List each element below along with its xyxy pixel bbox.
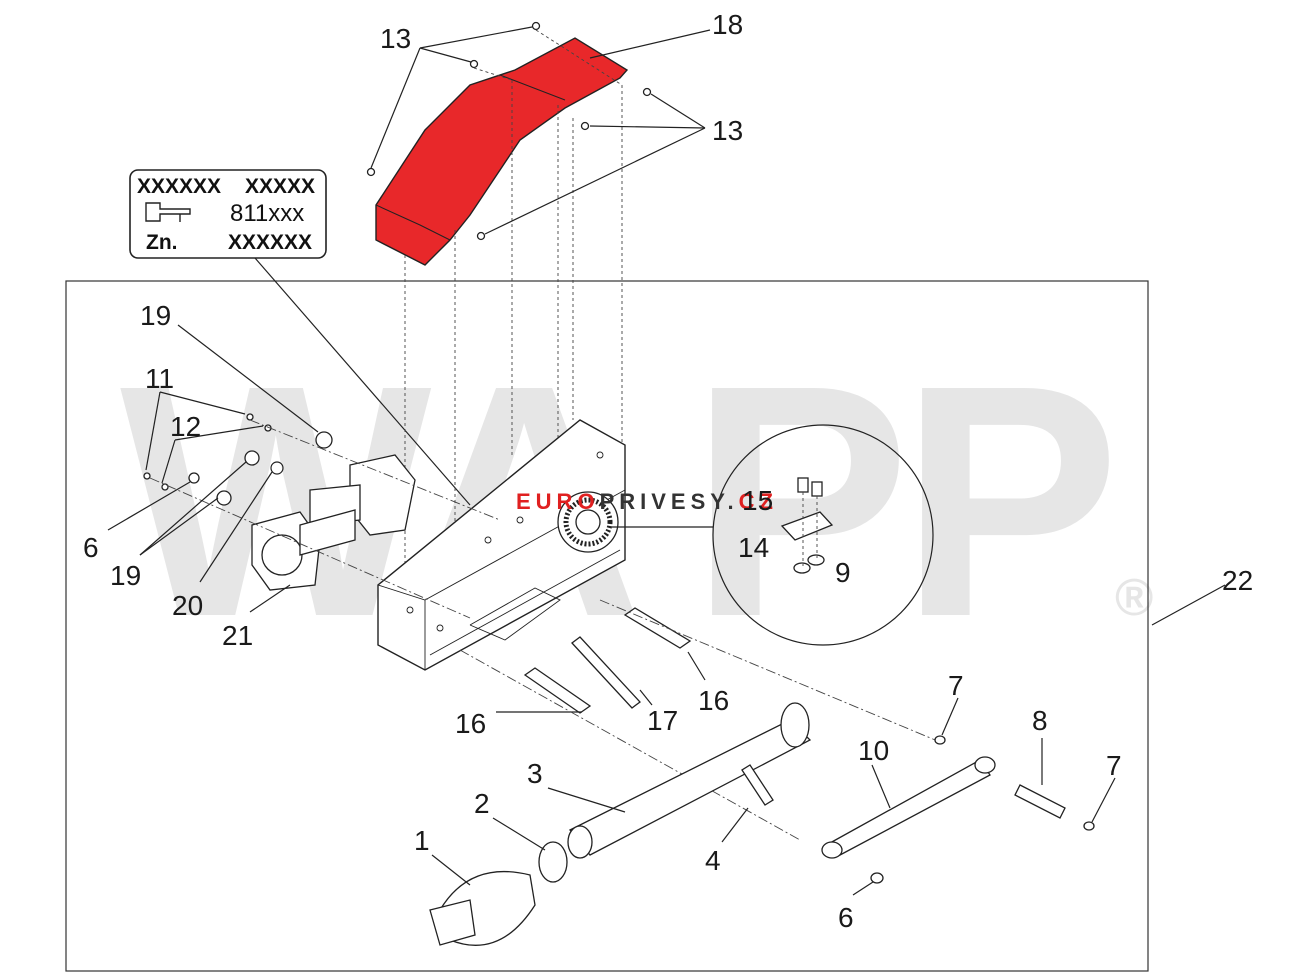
logo-part-suffix: CZ [739, 489, 778, 514]
red-cover-body [375, 37, 629, 266]
label-plate-border [129, 169, 327, 259]
detail-nut-a [793, 562, 811, 574]
callout-8: 8 [1032, 705, 1048, 736]
callout-7-top: 7 [948, 670, 964, 701]
nut-19-mid [244, 450, 260, 466]
fitting-12b [161, 483, 169, 491]
bolt-16-upper [623, 607, 692, 649]
callout-7-right: 7 [1106, 750, 1122, 781]
overlay-logo: EUROPRIVESY.CZ [516, 489, 778, 514]
bearing-ring [557, 491, 619, 553]
callout-10: 10 [858, 735, 889, 766]
bolt-17 [571, 636, 641, 709]
leader-plate [254, 257, 471, 506]
detail-plate-14 [780, 511, 834, 541]
cover-leaders [370, 26, 711, 235]
clamp-bore [261, 534, 303, 576]
plate-row1-left: XXXXXX [137, 175, 221, 198]
pin-4 [741, 764, 774, 806]
callout-17: 17 [647, 705, 678, 736]
wrench-symbol-icon [145, 202, 191, 222]
washer-6 [188, 472, 200, 484]
callout-4: 4 [705, 845, 721, 876]
bolt-16-lower [523, 667, 592, 714]
callout-9: 9 [835, 557, 851, 588]
screw-13d [580, 121, 590, 131]
logo-part-red: EURO [516, 489, 600, 514]
callout-2: 2 [474, 788, 490, 819]
lower-parts [429, 702, 812, 946]
callout-22: 22 [1222, 565, 1253, 596]
plate-row1-right: XXXXX [245, 175, 315, 198]
screw-13b [469, 59, 479, 69]
cylinder-eye-left [821, 841, 843, 859]
cylinder-10 [828, 759, 991, 856]
left-leaders [107, 324, 319, 613]
callout-16-left: 16 [455, 708, 486, 739]
plate-row3-right: XXXXXX [228, 231, 312, 254]
clip-7a [934, 735, 946, 745]
callout-18: 18 [712, 9, 743, 40]
callout-19-top: 19 [140, 300, 171, 331]
red-cover-fold [375, 204, 451, 241]
svg-text:EUROPRIVESY.CZ: EUROPRIVESY.CZ [516, 489, 778, 514]
label-plate: XXXXXX XXXXX 811xxx Zn. XXXXXX [129, 169, 327, 259]
callout-6-bottom: 6 [838, 902, 854, 933]
cylinder-parts [821, 584, 1226, 896]
callout-12: 12 [170, 411, 201, 442]
detail-nut-b [807, 554, 825, 566]
screw-13f [476, 231, 486, 241]
mounting-bracket [377, 419, 626, 671]
callout-3: 3 [527, 758, 543, 789]
plate-row3-left: Zn. [146, 231, 178, 254]
grease-11b [143, 472, 151, 480]
callout-13-top: 13 [380, 23, 411, 54]
callout-21: 21 [222, 620, 253, 651]
pin-8 [1014, 784, 1066, 819]
callout-15: 15 [742, 485, 773, 516]
cover-screws [366, 21, 652, 241]
red-cover-part-18 [375, 37, 629, 266]
assembly-frame [65, 280, 1149, 972]
callout-16-right: 16 [698, 685, 729, 716]
screw-13e [366, 167, 376, 177]
cylinder-eye-right [974, 756, 996, 774]
callout-13-right: 13 [712, 115, 743, 146]
watermark-letter-p2: P [900, 316, 1120, 685]
logo-part-dark: PRIVESY [600, 489, 728, 514]
bellows-1-clip [429, 899, 476, 946]
watermark-letter-p1: P [690, 316, 910, 685]
bolts [459, 599, 941, 841]
clamp-assembly [143, 413, 501, 619]
watermark-registered-mark: ® [1115, 569, 1153, 627]
nut-19-top [315, 431, 333, 449]
callout-11: 11 [145, 363, 174, 394]
callout-numbers: 13 18 13 19 11 12 6 19 20 21 15 14 9 22 … [83, 9, 1253, 933]
bracket-outline [377, 419, 626, 671]
callout-6-left: 6 [83, 532, 99, 563]
detail-bolt-a [797, 477, 809, 493]
cap-6 [870, 872, 884, 884]
callout-1: 1 [414, 825, 430, 856]
clip-7b [1083, 821, 1095, 831]
callout-19-low: 19 [110, 560, 141, 591]
bracket-handle [469, 587, 561, 641]
plate-row2-value: 811xxx [230, 200, 304, 227]
washer-20 [270, 461, 284, 475]
grease-11a [246, 413, 254, 421]
detail-circle [612, 424, 934, 646]
tube-3 [568, 719, 812, 856]
ring-2 [538, 841, 568, 883]
screw-13c [642, 87, 652, 97]
callout-20: 20 [172, 590, 203, 621]
tube-3-end [567, 825, 593, 859]
nut-19-low [216, 490, 232, 506]
detail-bolt-b [811, 481, 823, 497]
clamp-tube-lower [299, 509, 356, 556]
callout-14: 14 [738, 532, 769, 563]
tube-3-flange [780, 702, 810, 748]
screw-13a [531, 21, 541, 31]
